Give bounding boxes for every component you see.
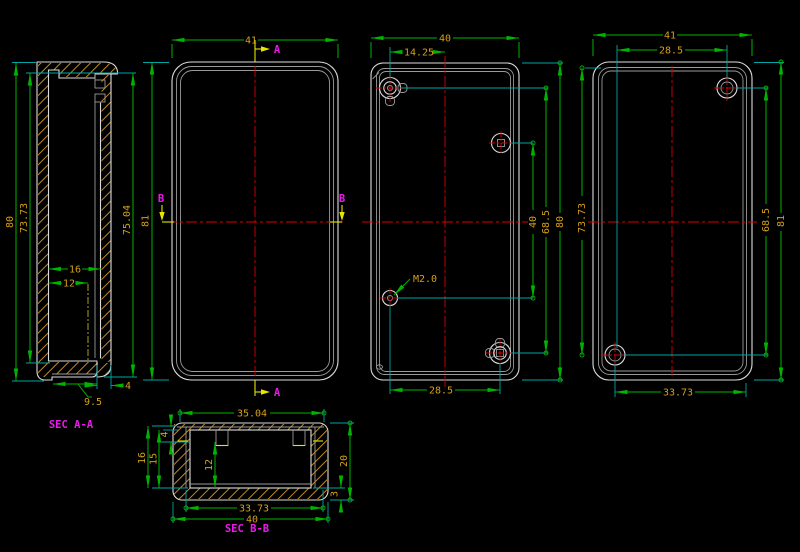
dim-slot-12: 12 [48, 279, 89, 290]
screw-boss-top-left [376, 74, 408, 106]
dim-text: 35.04 [237, 409, 267, 420]
dim-front-width: 41 [171, 36, 339, 58]
dim-hole-span-h: 28.5 [616, 46, 728, 57]
section-letter-b: B [339, 193, 345, 205]
dim-text: 33.73 [239, 504, 269, 515]
thread-callout-text: M2.0 [413, 274, 437, 285]
dim-text: 81 [141, 215, 152, 227]
dim-hole-span-v: 40 [528, 140, 539, 301]
screw-boss-bottom-right [485, 338, 514, 367]
dim-base-width: 40 [370, 34, 520, 58]
dim-body-height: 75.04 [122, 72, 136, 378]
view-base-inner: 40 14.25 40 68.5 80 [362, 34, 566, 397]
view-base-outer: 41 28.5 73.73 68.5 81 [577, 31, 787, 399]
view-front: A A B B 41 [141, 36, 346, 400]
section-hatch [174, 424, 327, 499]
section-marker-b-right: B [330, 193, 345, 223]
dim-text: 12 [63, 279, 75, 290]
section-letter-a: A [274, 44, 281, 56]
dim-text: 81 [776, 215, 787, 227]
dim-text: 4 [125, 381, 131, 392]
section-hatch [38, 63, 117, 377]
dim-text: 12 [204, 459, 215, 471]
dim-hole-span-v: 68.5 [761, 85, 772, 358]
extension-lines [12, 62, 137, 389]
dim-text: 9.5 [84, 397, 102, 408]
dim-overall-height: 80 [5, 62, 19, 382]
dim-boss-span-v: 68.5 [541, 85, 552, 356]
dim-overall-depth: 20 [339, 420, 353, 503]
dim-front-height: 81 [141, 61, 169, 381]
dim-text: 16 [137, 452, 148, 464]
hole-top-right [714, 75, 740, 101]
extension-lines [389, 47, 563, 394]
cut-edge-highlights [178, 440, 323, 447]
dim-slot-16: 16 [48, 265, 102, 276]
section-outline [172, 422, 329, 501]
hole-mid-right [489, 131, 513, 155]
dim-foot-width: 9.5 [52, 381, 102, 408]
dim-lip-width: 4 [84, 381, 131, 392]
dim-text: 73.73 [577, 203, 588, 233]
dim-text: 41 [245, 36, 257, 47]
hole-bottom-left [602, 342, 628, 368]
dim-hole-span-h: 28.5 [389, 386, 501, 397]
section-label-sec-aa: SEC A-A [49, 419, 94, 431]
dim-text: 14.25 [404, 48, 434, 59]
dim-text: 41 [664, 31, 676, 42]
dim-depth-16: 16 [137, 425, 151, 489]
section-marker-a-top: A [254, 40, 281, 62]
section-letter-b: B [158, 193, 164, 205]
dim-inner-height: 73.73 [19, 72, 33, 364]
dim-text: 15 [149, 453, 160, 465]
dim-depth-15: 15 [149, 429, 162, 489]
enclosure-section-outline [36, 61, 119, 381]
dim-hole-offset: 14.25 [389, 48, 446, 59]
dim-overall-width: 40 [170, 515, 331, 526]
dim-text: 3 [330, 491, 341, 497]
dim-hole-span-b: 33.73 [614, 388, 747, 399]
dim-text: 80 [555, 216, 566, 228]
dim-text: 73.73 [19, 203, 30, 233]
dim-text: 40 [439, 34, 451, 45]
section-marker-a-bottom: A [254, 380, 281, 399]
dim-lid-width: 35.04 [177, 409, 327, 420]
dim-base-height: 80 [555, 60, 566, 383]
view-sec-a-a: 80 73.73 75.04 16 12 9.5 [5, 61, 137, 431]
dim-outer-height: 81 [776, 59, 787, 383]
dim-text: 28.5 [429, 386, 453, 397]
dim-lip-height: 4 [160, 414, 174, 455]
dim-text: 16 [69, 265, 81, 276]
dim-text: 75.04 [122, 205, 133, 235]
dim-text: 28.5 [659, 46, 683, 57]
section-label-sec-bb: SEC B-B [225, 523, 269, 535]
dim-inner-width: 33.73 [183, 504, 326, 515]
hole-bottom-left [380, 288, 400, 308]
dim-text: 68.5 [541, 210, 552, 234]
base-outer-outline [592, 61, 753, 381]
view-sec-b-b: 35.04 16 15 4 12 20 [137, 409, 354, 535]
dim-text: 40 [246, 515, 258, 526]
section-marker-b-left: B [158, 193, 174, 223]
dim-wall-3: 3 [330, 475, 344, 513]
thread-callout: M2.0 [393, 274, 437, 296]
dim-cavity-depth: 12 [204, 441, 218, 489]
dim-text: 4 [160, 431, 171, 437]
dim-text: 33.73 [663, 388, 693, 399]
dim-text: 20 [339, 455, 350, 467]
dim-hole-offset-v: 73.73 [577, 65, 588, 358]
section-letter-a: A [274, 387, 281, 399]
dim-text: 80 [5, 216, 16, 228]
dim-outer-width: 41 [592, 31, 753, 56]
dim-text: 68.5 [761, 208, 772, 232]
dim-text: 40 [528, 216, 539, 228]
